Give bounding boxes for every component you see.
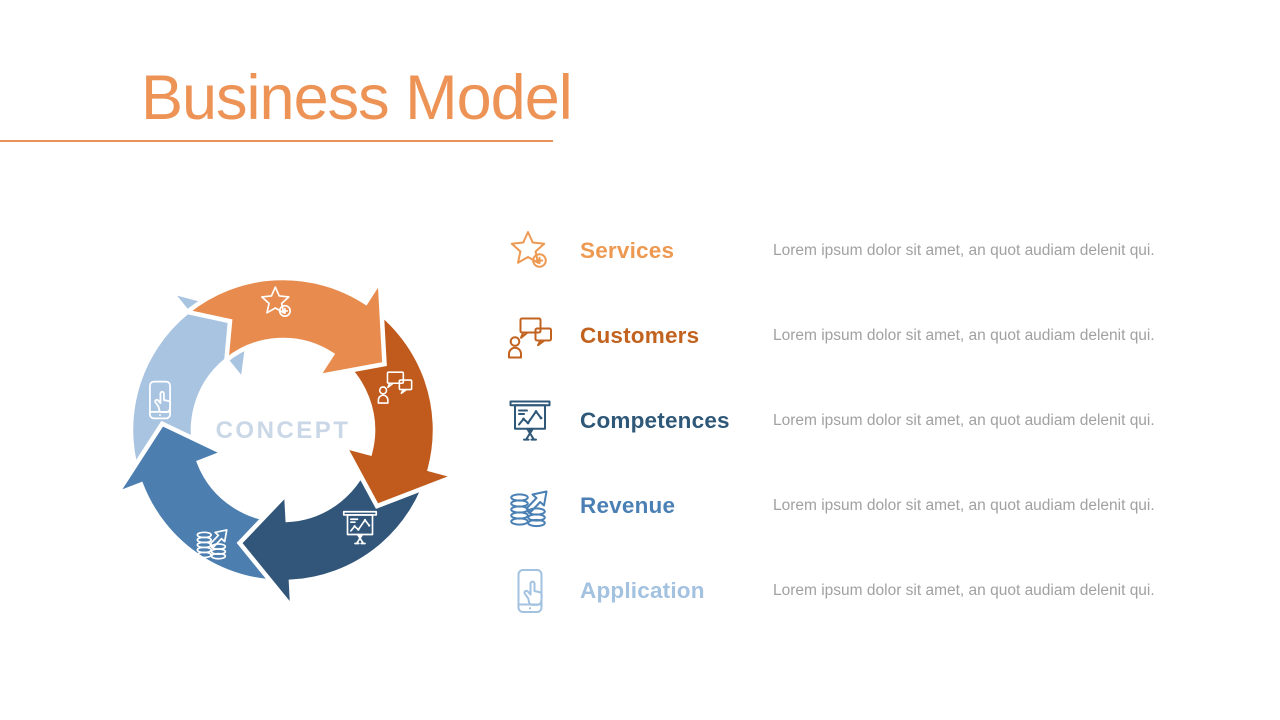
item-description: Lorem ipsum dolor sit amet, an quot audi…	[773, 581, 1155, 599]
item-title: Customers	[580, 322, 700, 348]
concept-cycle-diagram: CONCEPT	[111, 273, 463, 615]
chat-person-icon	[506, 312, 554, 360]
cycle-arrow-services	[182, 273, 387, 380]
item-description: Lorem ipsum dolor sit amet, an quot audi…	[773, 496, 1155, 514]
coins-growth-icon	[506, 482, 554, 530]
list-item-revenue: Revenue Lorem ipsum dolor sit amet, an q…	[506, 463, 1206, 548]
item-list: Services Lorem ipsum dolor sit amet, an …	[506, 208, 1206, 633]
item-title: Revenue	[580, 492, 676, 518]
item-title: Services	[580, 237, 675, 263]
page-title: Business Model	[141, 63, 573, 133]
item-description: Lorem ipsum dolor sit amet, an quot audi…	[773, 326, 1155, 344]
item-title: Competences	[580, 407, 730, 433]
item-title: Application	[580, 577, 705, 603]
cycle-arrows	[111, 273, 463, 615]
item-description: Lorem ipsum dolor sit amet, an quot audi…	[773, 411, 1155, 429]
item-description: Lorem ipsum dolor sit amet, an quot audi…	[773, 241, 1155, 259]
title-underline	[0, 140, 553, 142]
list-item-customers: Customers Lorem ipsum dolor sit amet, an…	[506, 293, 1206, 378]
concept-center-label: CONCEPT	[216, 417, 351, 444]
list-item-competences: Competences Lorem ipsum dolor sit amet, …	[506, 378, 1206, 463]
list-item-services: Services Lorem ipsum dolor sit amet, an …	[506, 208, 1206, 293]
presentation-chart-icon	[506, 397, 554, 445]
star-plus-icon	[506, 227, 554, 275]
list-item-application: Application Lorem ipsum dolor sit amet, …	[506, 548, 1206, 633]
phone-tap-icon	[506, 567, 554, 615]
